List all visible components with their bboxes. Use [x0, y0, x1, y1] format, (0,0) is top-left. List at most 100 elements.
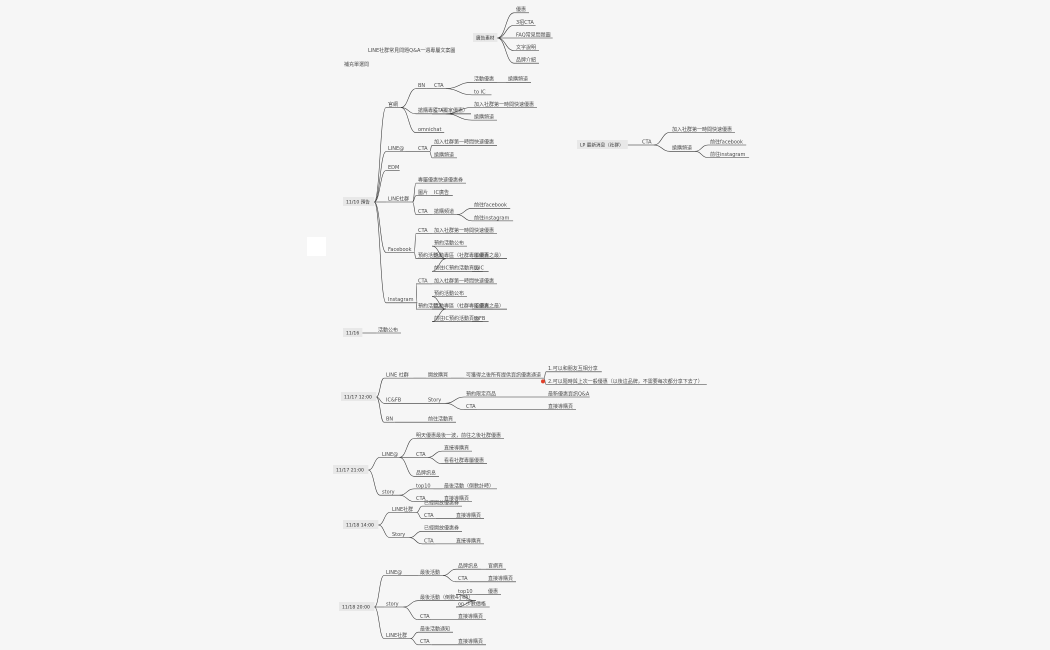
node-label[interactable]: CTA [420, 639, 430, 645]
node-label[interactable]: to IC [474, 89, 486, 95]
node-label[interactable]: CTA [418, 209, 428, 215]
node-label[interactable]: Story [392, 532, 405, 538]
node-label[interactable]: 直接導購頁 [458, 613, 483, 620]
node-label[interactable]: 圖片 [418, 189, 428, 196]
node-label[interactable]: EDM [388, 165, 399, 171]
node-label[interactable]: BN [386, 417, 393, 423]
node-label[interactable]: Facebook [388, 247, 412, 253]
node-label[interactable]: LINE@ [382, 452, 398, 458]
node-label[interactable]: 搶購頻道 [434, 208, 454, 215]
node-label[interactable]: 官網頁 [488, 563, 503, 570]
node-label[interactable]: 品牌訊息 [458, 563, 478, 570]
node-label[interactable]: CTA [424, 538, 434, 544]
node-label[interactable]: 前往instagram [474, 214, 509, 221]
node-label[interactable]: 直接導購頁 [488, 575, 513, 582]
node-label[interactable]: 加入社群第一時間快速優惠 [434, 139, 494, 146]
root-node-box[interactable] [339, 602, 375, 611]
node-label[interactable]: 品牌訊息 [416, 470, 436, 477]
node-label[interactable]: 直接導購頁 [548, 403, 573, 410]
node-label[interactable]: 預約活動入 [418, 303, 443, 310]
node-label[interactable]: BN [418, 83, 425, 89]
node-label[interactable]: CTA [418, 228, 428, 234]
node-label[interactable]: 前往IC預約活動頁面 [434, 265, 479, 272]
node-label[interactable]: Instagram [388, 297, 414, 303]
node-label[interactable]: 前往活動頁 [428, 416, 453, 423]
node-label[interactable]: LINE@ [386, 570, 402, 576]
node-label[interactable]: story [382, 490, 395, 496]
node-label[interactable]: omnichat [418, 127, 441, 133]
node-label[interactable]: 預約活動入 [418, 252, 443, 259]
node-label[interactable]: LINE@ [388, 146, 404, 152]
node-label[interactable]: 搶購頻道 [474, 114, 494, 121]
node-label[interactable]: 加入社群第一時間快速優惠 [672, 126, 732, 133]
node-label[interactable]: 前往IC預約活動頁面 [434, 315, 479, 322]
node-label[interactable]: 品牌介紹 [516, 57, 536, 64]
node-label[interactable]: 活動優惠 [474, 76, 494, 83]
node-label[interactable]: 直接導購頁 [444, 495, 469, 502]
node-label[interactable]: 加入社群第一時間快速優惠 [434, 227, 494, 234]
node-label[interactable]: 前往facebook [474, 202, 507, 209]
node-label[interactable]: 最後活動（倒數4小時） [420, 594, 473, 601]
root-node-box[interactable] [577, 140, 628, 149]
node-label[interactable]: 最後活動（倒數計時） [444, 482, 494, 489]
root-node-box[interactable] [343, 520, 379, 529]
node-label[interactable]: 加入社群第一時間快速優惠 [474, 101, 534, 108]
node-label[interactable]: 最後活動 [420, 569, 440, 576]
node-label[interactable]: 搶購專區（獨家優惠） [418, 107, 468, 114]
node-label[interactable]: IC&FB [386, 398, 402, 404]
node-label[interactable]: CTA [642, 139, 652, 145]
node-label[interactable]: LINE社群 [392, 506, 413, 513]
node-label[interactable]: CTA [466, 404, 476, 410]
node-label[interactable]: 直接導購頁 [458, 638, 483, 645]
node-label[interactable]: Story [428, 398, 441, 404]
root-node-box[interactable] [343, 197, 375, 206]
node-label[interactable]: 活動公布 [378, 326, 398, 333]
node-label[interactable]: toIC [474, 266, 484, 272]
node-label[interactable]: 可獲得之後所有提供資訊優惠通道 [466, 372, 541, 379]
node-label[interactable]: CTA [418, 278, 428, 284]
node-label[interactable]: 前往instagram [710, 151, 745, 158]
node-label[interactable]: 活動專區（社群專屬優惠之最） [434, 252, 504, 259]
node-label[interactable]: 官網 [388, 101, 398, 108]
node-label[interactable]: on 少數價格 [458, 600, 486, 607]
root-node-box[interactable] [333, 465, 369, 474]
node-label[interactable]: 搶購頻道 [508, 76, 528, 83]
node-label[interactable]: 搶購頻道 [672, 145, 692, 152]
node-label[interactable]: CTA [420, 614, 430, 620]
root-node-box[interactable] [343, 328, 363, 337]
node-label[interactable]: IC廣告 [434, 189, 449, 196]
node-label[interactable]: 最後活動通知 [420, 626, 450, 633]
node-label[interactable]: 優惠 [516, 6, 526, 13]
root-node-box[interactable] [473, 33, 498, 42]
node-label[interactable]: 開放購買 [428, 372, 448, 379]
node-label[interactable]: CTA [416, 496, 426, 502]
node-label[interactable]: 專屬優惠快速優惠券 [418, 177, 463, 184]
node-label[interactable]: 1.可以和朋友互相分享 [548, 365, 598, 372]
node-label[interactable]: IC網頁 [474, 303, 489, 310]
node-label[interactable]: 優惠 [488, 588, 498, 595]
node-label[interactable]: CTA [424, 513, 434, 519]
node-label[interactable]: top10 [458, 589, 473, 595]
node-label[interactable]: 直接導購頁 [456, 537, 481, 544]
node-label[interactable]: 明天優惠最後一波，前往之後社群優惠 [416, 432, 501, 439]
node-label[interactable]: IC網頁 [474, 252, 489, 259]
node-label[interactable]: 預約限定商品 [466, 390, 496, 397]
node-label[interactable]: 直接導購頁 [456, 512, 481, 519]
node-label[interactable]: 預約活動公布 [434, 240, 464, 247]
node-label[interactable]: toFB [474, 316, 486, 322]
node-label[interactable]: CTA [416, 452, 426, 458]
node-label[interactable]: CTA [434, 83, 444, 89]
node-label[interactable]: LINE社群 [388, 195, 409, 202]
node-label[interactable]: CTA [434, 108, 444, 114]
root-node-box[interactable] [341, 392, 377, 401]
node-label[interactable]: 已經開放優惠券 [424, 525, 459, 532]
node-label[interactable]: 文字說明 [516, 44, 536, 51]
node-label[interactable]: CTA [458, 576, 468, 582]
node-label[interactable]: 搶購頻道 [434, 151, 454, 158]
node-label[interactable]: story [386, 601, 399, 607]
node-label[interactable]: top10 [416, 483, 431, 489]
node-label[interactable]: 2.可以隨時與上次一般優惠（以後這品牌，不需要每次都分享下去了） [548, 378, 703, 385]
node-label[interactable]: 預約活動公布 [434, 290, 464, 297]
node-label[interactable]: 3招CTA [516, 19, 534, 26]
node-label[interactable]: 看看社群專屬優惠 [444, 457, 484, 464]
